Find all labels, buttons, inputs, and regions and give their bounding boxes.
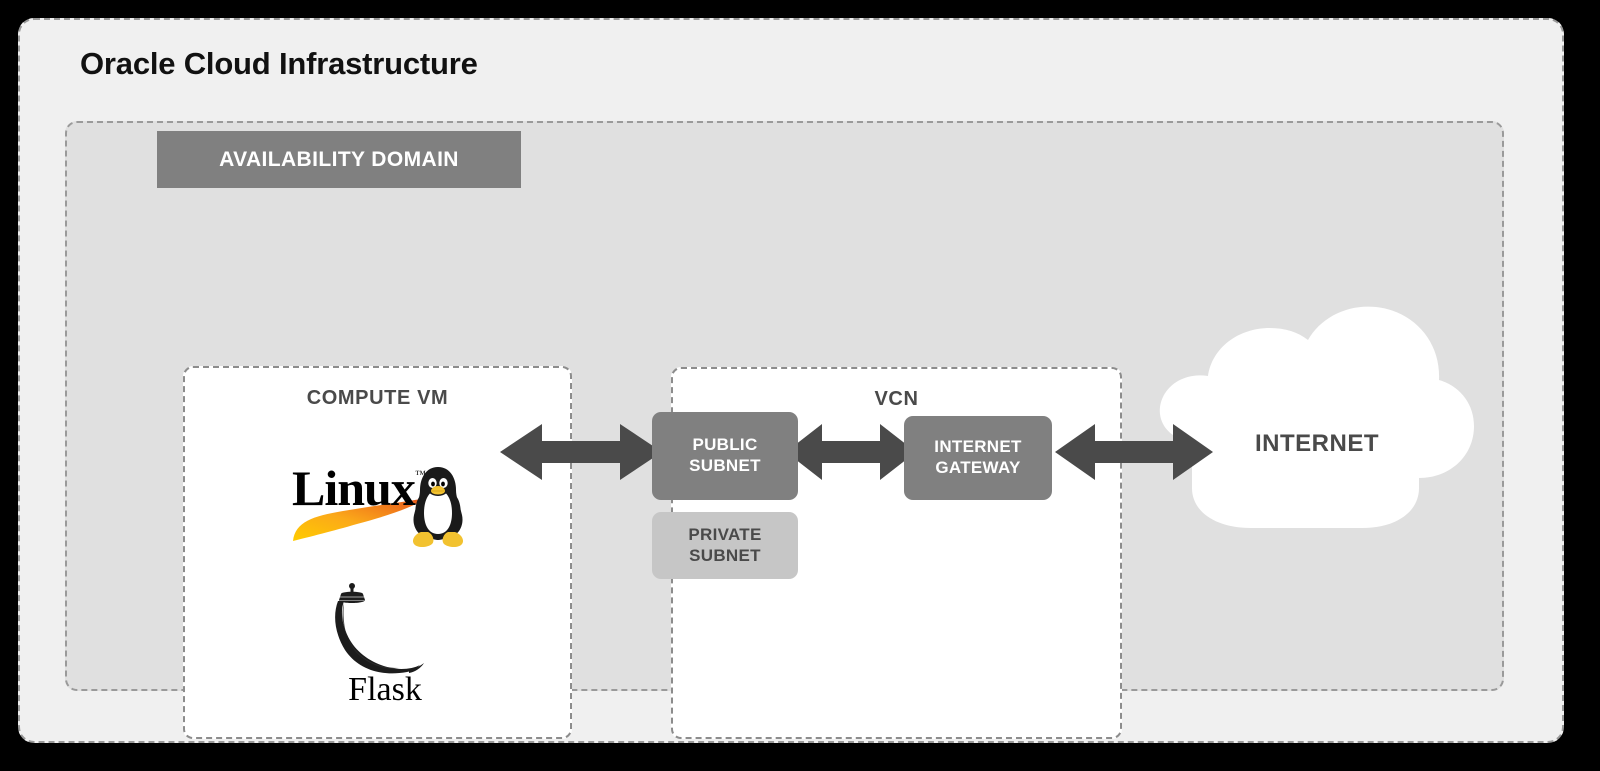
internet-gateway-label: INTERNET GATEWAY [934,437,1022,477]
compute-vm-group: COMPUTE VM L [183,366,572,739]
linux-logo: Linux ™ [291,458,463,548]
page-title: Oracle Cloud Infrastructure [80,46,478,81]
private-subnet-label: PRIVATE SUBNET [688,524,762,565]
public-subnet-node[interactable]: PUBLIC SUBNET [652,412,798,500]
internet-label: INTERNET [1255,430,1379,457]
public-subnet-label: PUBLIC SUBNET [689,435,761,475]
arrow-public-subnet-to-internet-gateway [786,422,916,482]
vcn-title: VCN [874,388,919,410]
svg-text:Linux: Linux [292,460,416,516]
internet-cloud-shape [1158,306,1476,528]
arrow-compute-vm-to-public-subnet [500,422,662,482]
availability-domain-label: AVAILABILITY DOMAIN [157,131,521,188]
oracle-cloud-infrastructure-panel: Oracle Cloud Infrastructure AVAILABILITY… [18,18,1564,743]
internet-gateway-node[interactable]: INTERNET GATEWAY [904,416,1052,500]
private-subnet-node[interactable]: PRIVATE SUBNET [652,512,798,579]
arrow-internet-gateway-to-internet [1055,422,1213,482]
svg-text:™: ™ [415,469,426,481]
svg-text:Flask: Flask [348,671,422,705]
compute-vm-title: COMPUTE VM [306,387,449,409]
flask-logo: Flask [321,580,449,705]
availability-domain-panel: AVAILABILITY DOMAIN COMPUTE VM [65,121,1504,739]
